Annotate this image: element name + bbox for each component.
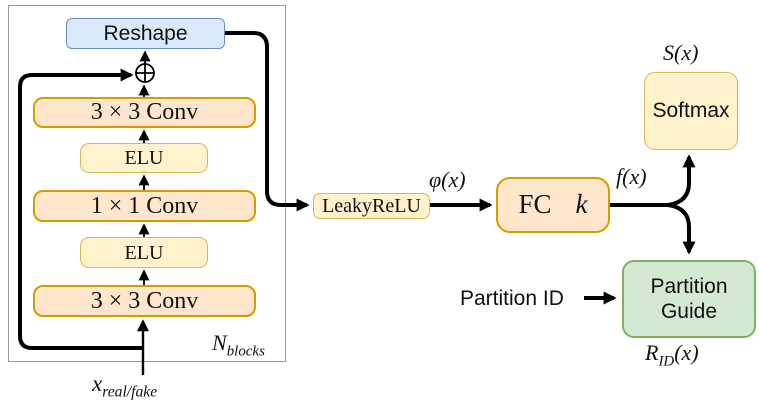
n-blocks-sub: blocks [226,343,265,360]
softmax-label: Softmax [652,99,730,123]
input-base: x [92,371,103,396]
reshape-to-leakyrelu-line [225,31,310,212]
elu-lower-block: ELU [80,237,208,268]
reshape-block: Reshape [66,18,225,49]
leakyrelu-label: LeakyReLU [322,195,421,217]
leakyrelu-block: LeakyReLU [313,193,430,219]
input-label: xreal/fake [92,371,157,400]
fc-block: FC k [496,177,610,233]
conv1x1-label: 1 × 1 Conv [90,192,199,219]
partition-id-label: Partition ID [460,287,564,310]
elu-upper-label: ELU [124,147,164,169]
n-blocks-label: Nblocks [212,330,265,360]
conv3x3-upper-label: 3 × 3 Conv [90,99,199,126]
input-sub: real/fake [102,383,158,401]
r-id-args: (x) [674,340,699,365]
conv3x3-upper-block: 3 × 3 Conv [33,97,256,128]
softmax-output-label: S(x) [663,40,699,65]
branch-to-partition-guide-line [667,203,696,255]
f-x-label: f(x) [616,164,647,189]
fc-units-label: k [575,189,588,220]
softmax-block: Softmax [644,72,738,150]
phi-x-label: φ(x) [429,167,466,192]
r-id-base: R [645,340,659,365]
conv3x3-lower-label: 3 × 3 Conv [90,287,199,314]
r-id-sub: ID [658,353,675,370]
conv1x1-block: 1 × 1 Conv [33,190,256,222]
reshape-label: Reshape [103,21,188,45]
conv3x3-lower-block: 3 × 3 Conv [33,285,256,317]
fc-label: FC [518,189,552,220]
branch-to-softmax-line [667,154,696,207]
partition-guide-label-line1: Partition [650,274,728,298]
elu-lower-label: ELU [124,241,164,264]
partition-guide-block: Partition Guide [622,260,756,338]
skip-connection-line [18,68,143,350]
n-blocks-base: N [212,330,227,355]
sum-join-icon [135,63,155,83]
partition-guide-label-line2: Guide [660,300,718,323]
elu-upper-block: ELU [80,143,208,173]
r-id-output-label: RID(x) [645,340,699,370]
